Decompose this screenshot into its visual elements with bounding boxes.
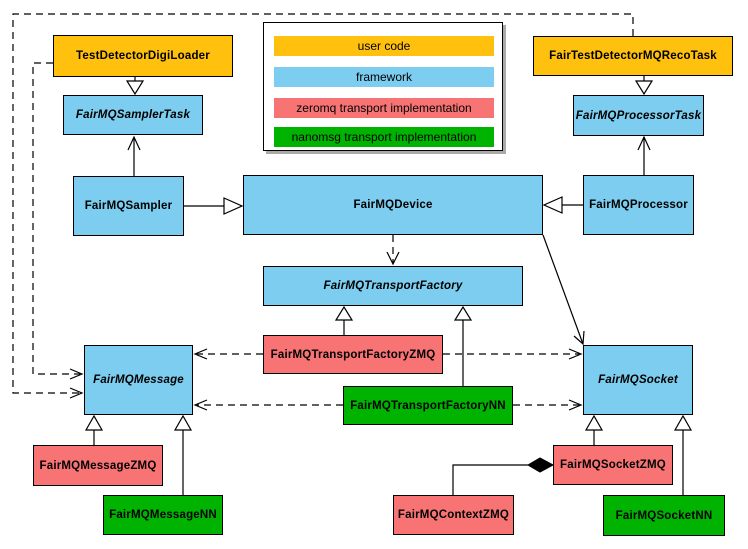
edge-association-sampler-samplertask (127, 135, 141, 176)
hollow-triangle-icon (173, 414, 193, 431)
edge-dependency-tfnn-message (193, 399, 343, 411)
open-arrowhead-icon (69, 368, 84, 380)
edge-composition-sockzmq-contextzmq (452, 457, 555, 495)
edge-inheritance-tfzmq-transportfactory (334, 305, 354, 335)
class-box-fairmqprocessortask: FairMQProcessorTask (573, 95, 704, 136)
edge-dependency-tfnn-socket (513, 399, 583, 411)
class-box-fairmqtransportfactory: FairMQTransportFactory (263, 266, 523, 306)
class-box-fairmqmessage: FairMQMessage (84, 345, 193, 415)
edge-inheritance-recotask-processortask (634, 76, 654, 96)
legend-item-framework: framework (274, 67, 494, 87)
class-box-fairmqsampler: FairMQSampler (73, 176, 184, 236)
class-box-fairmqtransportfactorynn: FairMQTransportFactoryNN (343, 386, 513, 425)
class-box-fairmqdevice: FairMQDevice (243, 175, 543, 235)
edge-inheritance-sockzmq-socket (584, 414, 604, 445)
edge-inheritance-processor-device (542, 196, 583, 214)
edge-inheritance-msgnn-message (173, 414, 193, 495)
legend: user code framework zeromq transport imp… (263, 22, 503, 151)
open-arrowhead-icon (193, 399, 208, 411)
class-box-fairmqmessagezmq: FairMQMessageZMQ (33, 445, 163, 486)
hollow-triangle-icon (673, 414, 693, 431)
legend-item-label: user code (357, 39, 411, 53)
legend-item-user-code: user code (274, 36, 494, 56)
legend-item-label: framework (355, 70, 412, 84)
edge-dependency-device-transportfactory (386, 235, 400, 266)
open-arrowhead-icon (127, 135, 141, 151)
class-box-fairmqmessagenn: FairMQMessageNN (103, 495, 223, 535)
open-arrowhead-icon (637, 135, 651, 151)
edge-dependency-tfzmq-message (193, 348, 263, 360)
hollow-triangle-icon (634, 80, 654, 96)
hollow-triangle-icon (453, 305, 473, 321)
edge-inheritance-tfnn-transportfactory (453, 305, 473, 386)
open-arrowhead-icon (193, 348, 208, 360)
edge-inheritance-digiloader-samplertask (125, 77, 145, 96)
class-box-fairmqprocessor: FairMQProcessor (583, 175, 694, 235)
hollow-triangle-icon (84, 414, 104, 431)
legend-item-zeromq: zeromq transport implementation (274, 98, 494, 118)
class-box-fairmqtransportfactoryzmq: FairMQTransportFactoryZMQ (263, 335, 443, 374)
hollow-triangle-icon (334, 305, 354, 321)
class-box-fairmqsocketzmq: FairMQSocketZMQ (553, 445, 673, 485)
class-box-fairmqsamplertask: FairMQSamplerTask (63, 95, 203, 135)
filled-diamond-icon (527, 457, 555, 473)
class-box-fairmqsocket: FairMQSocket (583, 345, 693, 415)
open-arrowhead-icon (568, 348, 583, 360)
open-arrowhead-icon (69, 387, 84, 399)
edge-association-device-socket (542, 234, 585, 346)
class-box-fairmqcontextzmq: FairMQContextZMQ (393, 495, 514, 535)
legend-item-nanomsg: nanomsg transport implementation (274, 127, 494, 147)
class-box-fairmqsocketnn: FairMQSocketNN (603, 495, 725, 536)
hollow-triangle-icon (542, 196, 563, 214)
edge-inheritance-sampler-device (184, 197, 244, 215)
open-arrowhead-icon (573, 330, 585, 346)
hollow-triangle-icon (125, 80, 145, 96)
hollow-triangle-icon (584, 414, 604, 431)
open-arrowhead-icon (568, 399, 583, 411)
hollow-triangle-icon (223, 197, 244, 215)
class-box-fairtestdetectormqrecotask: FairTestDetectorMQRecoTask (533, 36, 733, 76)
edge-dependency-tfzmq-socket (443, 348, 583, 360)
class-box-testdetectordigiloader: TestDetectorDigiLoader (53, 35, 233, 77)
legend-item-label: zeromq transport implementation (296, 101, 472, 115)
open-arrowhead-icon (386, 251, 400, 266)
edge-association-processor-processortask (637, 135, 651, 175)
legend-item-label: nanomsg transport implementation (291, 130, 477, 144)
edge-inheritance-msgzmq-message (84, 414, 104, 445)
edge-inheritance-socknn-socket (673, 414, 693, 495)
